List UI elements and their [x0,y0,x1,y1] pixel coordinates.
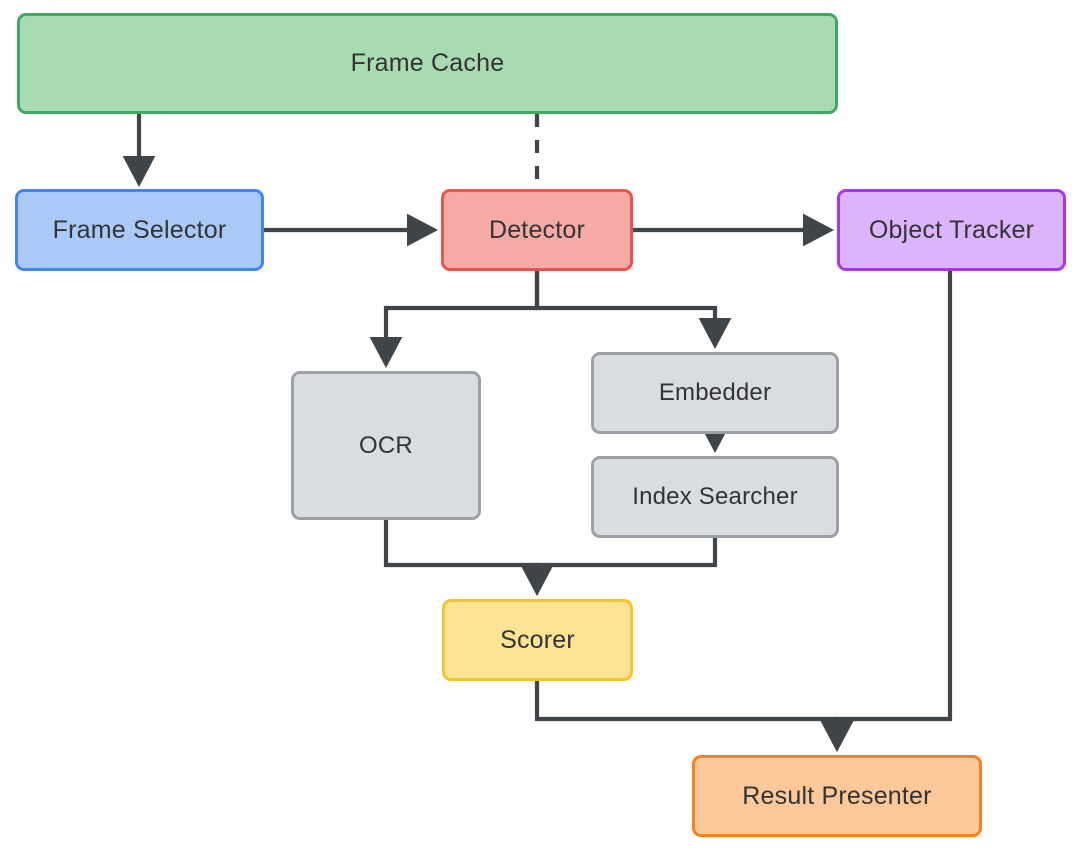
edge-object-tracker-to-result-presenter [820,271,953,753]
node-label-result-presenter: Result Presenter [742,781,932,810]
edge-detector-to-embedder [534,271,732,350]
node-detector[interactable]: Detector [441,189,633,271]
node-result-presenter[interactable]: Result Presenter [692,755,982,837]
node-label-object-tracker: Object Tracker [868,215,1035,244]
node-ocr[interactable]: OCR [291,371,481,520]
node-label-frame-selector: Frame Selector [52,215,227,244]
node-index-searcher[interactable]: Index Searcher [591,456,839,538]
node-label-ocr: OCR [359,431,413,459]
node-scorer[interactable]: Scorer [442,599,633,681]
node-label-scorer: Scorer [500,625,575,654]
node-frame-cache[interactable]: Frame Cache [17,13,838,114]
node-object-tracker[interactable]: Object Tracker [837,189,1066,271]
node-frame-selector[interactable]: Frame Selector [15,189,264,271]
edge-ocr-to-scorer [383,520,554,597]
node-label-frame-cache: Frame Cache [350,49,505,78]
edge-detector-to-ocr [369,271,540,369]
node-label-detector: Detector [488,215,586,244]
edge-scorer-to-result-presenter [534,681,854,753]
node-label-index-searcher: Index Searcher [632,483,798,511]
node-embedder[interactable]: Embedder [591,352,839,434]
node-label-embedder: Embedder [658,379,772,407]
edge-index-searcher-to-scorer [520,538,718,597]
